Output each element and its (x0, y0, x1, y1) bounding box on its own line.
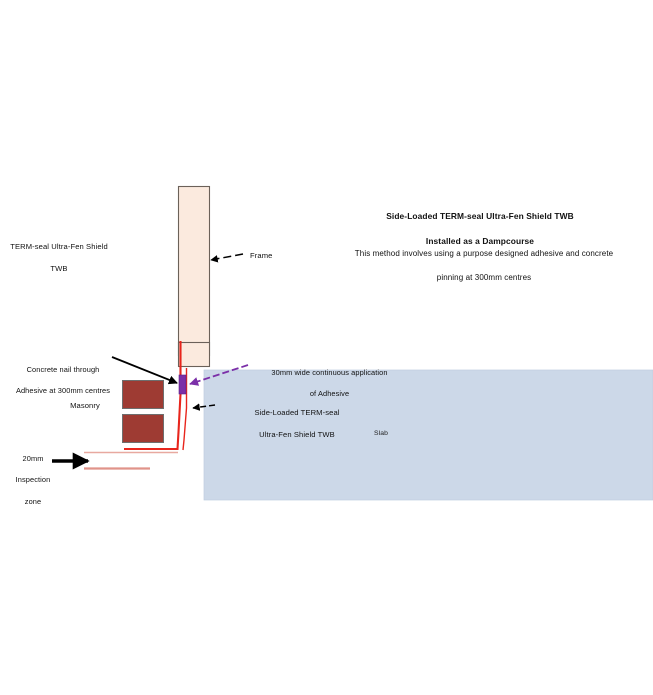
frame-body (177, 185, 211, 357)
slab-label: Slab (373, 430, 388, 437)
inspection-zone-label: 20mm Inspection zone (4, 443, 62, 518)
concrete-nail-leader-arrow (111, 356, 178, 385)
side-loaded-membrane-label: Side-Loaded TERM-seal Ultra-Fen Shield T… (226, 396, 368, 451)
slab-shape (203, 369, 653, 501)
frame-label: Frame (250, 251, 273, 260)
description-line-1: This method involves using a purpose des… (354, 249, 614, 258)
adhesive-leader-arrow (189, 364, 249, 386)
side-loaded-membrane-label-line-1: Side-Loaded TERM-seal (254, 408, 340, 417)
adhesive-bead (178, 374, 187, 395)
membrane-path-inner (182, 368, 188, 451)
concrete-nail-arrow (111, 356, 178, 385)
adhesive-arrow (189, 364, 249, 386)
adhesive-label-line-1: 30mm wide continuous application (271, 367, 388, 377)
adhesive-label: 30mm wide continuous application of Adhe… (247, 357, 412, 411)
membrane-top-label-line-2: TWB (50, 264, 68, 273)
masonry-block-upper (122, 380, 164, 409)
inspection-zone-lines (84, 451, 178, 470)
frame-leader-arrow (210, 253, 244, 263)
title-line-1: Side-Loaded TERM-seal Ultra-Fen Shield T… (386, 211, 574, 222)
inspection-zone-label-line-3: zone (24, 496, 42, 506)
concrete-nail-label-line-1: Concrete nail through (26, 364, 100, 374)
masonry-shape (122, 380, 164, 443)
description-line-2: pinning at 300mm centres (436, 273, 532, 282)
frame-arrow (210, 253, 244, 263)
side-loaded-arrow (192, 403, 216, 411)
title-line-2: Installed as a Dampcourse (425, 235, 535, 246)
concrete-nail-label: Concrete nail through Adhesive at 300mm … (2, 354, 124, 408)
membrane-top-label-line-1: TERM-seal Ultra-Fen Shield (10, 242, 108, 251)
frame-shape (177, 185, 211, 368)
inspection-zone-label-line-1: 20mm (22, 453, 44, 463)
description-block: This method involves using a purpose des… (328, 236, 640, 296)
slab-fill (203, 369, 653, 501)
adhesive-label-line-2: of Adhesive (309, 389, 350, 399)
title-block: Side-Loaded TERM-seal Ultra-Fen Shield T… (370, 198, 590, 259)
adhesive-bead-shape (178, 374, 187, 395)
masonry-block-lower (122, 414, 164, 443)
side-loaded-membrane-label-line-2: Ultra-Fen Shield TWB (259, 430, 335, 439)
concrete-nail-label-line-2: Adhesive at 300mm centres (15, 386, 111, 396)
frame-bottom-plate (177, 341, 211, 368)
membrane-top-label: TERM-seal Ultra-Fen Shield TWB (0, 230, 124, 285)
side-loaded-leader-arrow (192, 403, 216, 411)
masonry-label: Masonry (70, 401, 100, 410)
inspection-zone-label-line-2: Inspection (15, 475, 51, 485)
